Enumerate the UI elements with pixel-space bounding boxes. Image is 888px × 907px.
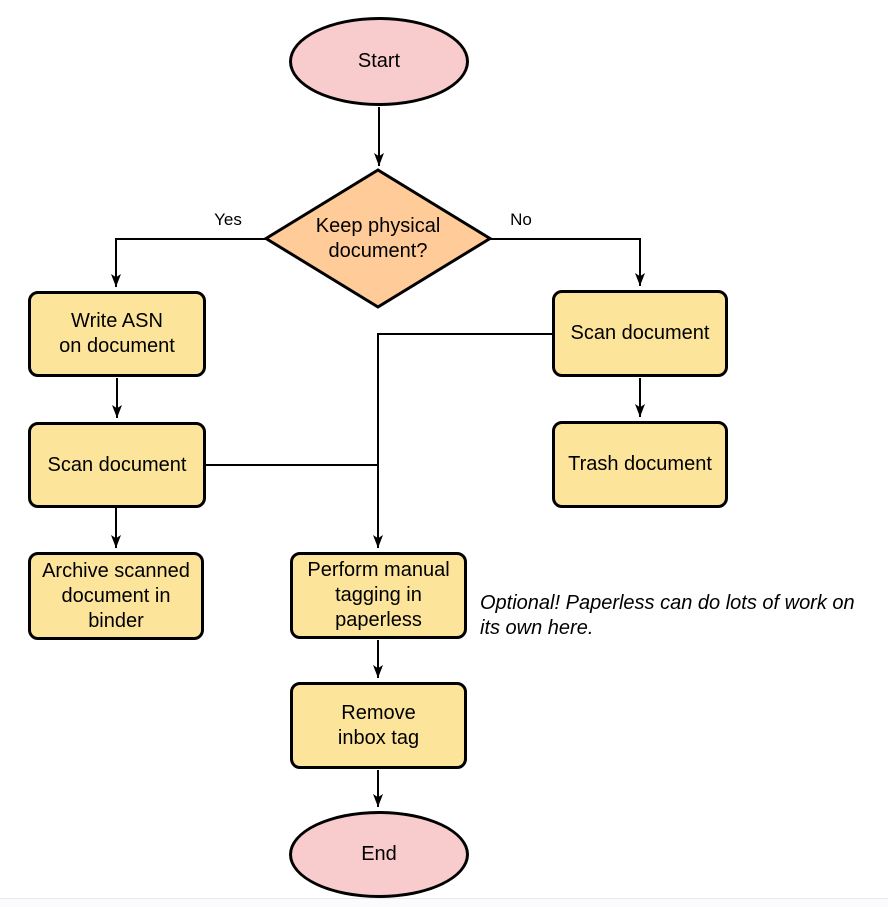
node-write-asn: Write ASN on document: [28, 291, 206, 377]
optional-note: Optional! Paperless can do lots of work …: [480, 592, 855, 639]
node-end: End: [289, 811, 469, 898]
node-tagging: Perform manual tagging in paperless: [290, 552, 467, 639]
node-decision: Keep physical document?: [315, 214, 441, 262]
edge-scan-right-tagging: [373, 333, 552, 548]
node-remove-inbox: Remove inbox tag: [290, 682, 467, 769]
edge-decision-scan-right-no: [490, 238, 645, 286]
node-trash: Trash document: [552, 421, 728, 508]
node-archive: Archive scanned document in binder: [28, 552, 204, 640]
node-start: Start: [289, 17, 469, 106]
edge-label-no: No: [510, 210, 532, 229]
decision-diamond-shape: [263, 168, 493, 309]
node-scan-right: Scan document: [552, 290, 728, 377]
node-scan-left: Scan document: [28, 422, 206, 508]
edge-label-yes: Yes: [214, 210, 242, 229]
bottom-page-edge: [0, 898, 888, 907]
edge-decision-write-asn-yes: [111, 238, 266, 287]
